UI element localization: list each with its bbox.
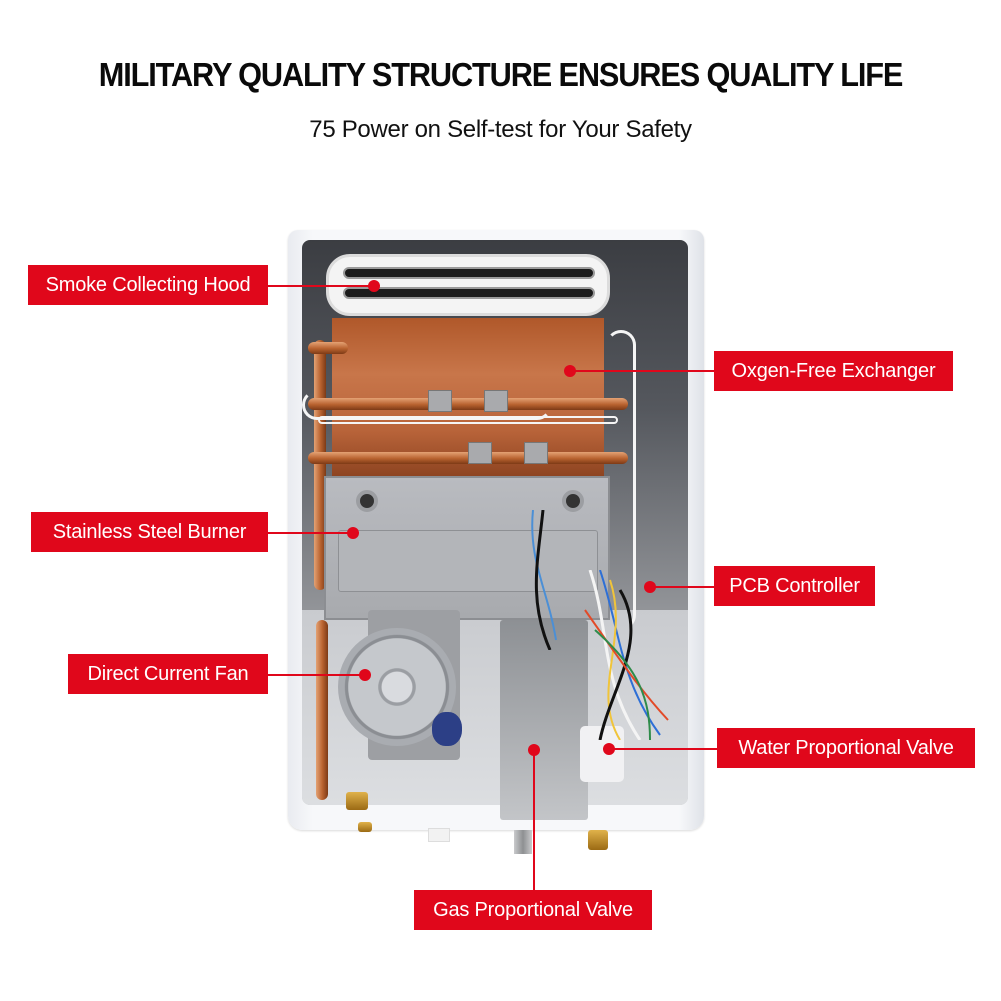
- water-outlet-fitting: [588, 830, 608, 850]
- brass-nipple: [358, 822, 372, 832]
- leader-line: [267, 285, 375, 287]
- pipe-clip: [524, 442, 548, 464]
- sensor-wire: [606, 330, 636, 630]
- copper-pipe: [308, 342, 348, 354]
- leader-line: [267, 532, 355, 534]
- leader-line: [650, 586, 716, 588]
- callout-dot: [368, 280, 380, 292]
- blue-hose-cap: [432, 712, 462, 746]
- ignition-wires: [531, 510, 557, 650]
- leader-line: [609, 748, 719, 750]
- callout-oxygen-free-exchanger: Oxgen-Free Exchanger: [714, 351, 953, 391]
- sensor-wire: [318, 416, 618, 424]
- drain-fitting: [428, 828, 450, 842]
- callout-dot: [644, 581, 656, 593]
- leader-line: [267, 674, 367, 676]
- pcb-wire-bundle: [584, 570, 669, 740]
- hood-slot: [343, 267, 595, 279]
- callout-pcb-controller: PCB Controller: [714, 566, 875, 606]
- water-inlet-fitting: [346, 792, 368, 810]
- burner-panel: [338, 530, 598, 592]
- hood-slot: [343, 287, 595, 299]
- callout-dot: [347, 527, 359, 539]
- water-heater-image: [288, 230, 704, 854]
- callout-direct-current-fan: Direct Current Fan: [68, 654, 268, 694]
- callout-dot: [603, 743, 615, 755]
- callout-smoke-collecting-hood: Smoke Collecting Hood: [28, 265, 268, 305]
- subheadline: 75 Power on Self-test for Your Safety: [309, 116, 692, 143]
- gas-inlet-fitting: [514, 830, 532, 854]
- pipe-clip: [484, 390, 508, 412]
- callout-gas-proportional-valve: Gas Proportional Valve: [414, 890, 652, 930]
- leader-line: [570, 370, 716, 372]
- sensor-wire: [302, 390, 552, 420]
- callout-dot: [528, 744, 540, 756]
- gas-proportional-valve: [500, 620, 588, 820]
- callout-dot: [564, 365, 576, 377]
- callout-dot: [359, 669, 371, 681]
- burner-port: [356, 490, 378, 512]
- callout-stainless-steel-burner: Stainless Steel Burner: [31, 512, 268, 552]
- pipe-clip: [468, 442, 492, 464]
- stainless-steel-burner: [324, 476, 610, 620]
- headline: MILITARY QUALITY STRUCTURE ENSURES QUALI…: [98, 56, 904, 93]
- callout-water-proportional-valve: Water Proportional Valve: [717, 728, 975, 768]
- pipe-clip: [428, 390, 452, 412]
- leader-line: [533, 750, 535, 892]
- burner-port: [562, 490, 584, 512]
- copper-pipe: [316, 620, 328, 800]
